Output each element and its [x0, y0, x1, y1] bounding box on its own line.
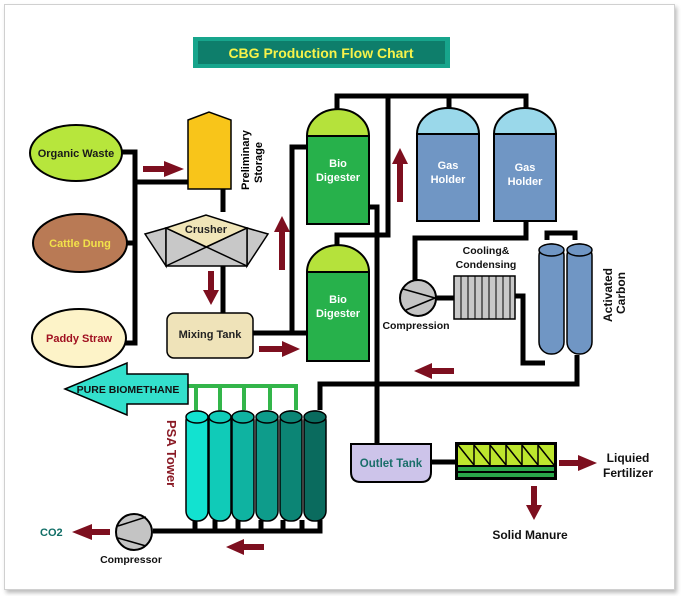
feedstock-cattle-dung: Cattle Dung [32, 213, 128, 273]
preliminary-storage: Preliminary Storage [187, 111, 265, 190]
svg-text:Gas: Gas [515, 162, 536, 174]
arrow-down-solid [526, 486, 542, 520]
crusher: Crusher [143, 214, 270, 269]
arrow-left-psa-bottom [226, 539, 264, 555]
arrow-down-to-mixing [203, 271, 219, 305]
arrow-left-co2 [72, 524, 110, 540]
svg-text:Paddy Straw: Paddy Straw [46, 333, 112, 345]
svg-text:Storage: Storage [253, 142, 265, 183]
cooling-condensing-unit: Cooling& Condensing [453, 245, 517, 320]
liquid-fertilizer-label-line2: Fertilizer [603, 466, 653, 480]
psa-tower [185, 410, 327, 522]
feedstock-paddy-straw: Paddy Straw [31, 308, 127, 368]
chart-title: CBG Production Flow Chart [228, 45, 413, 61]
flow-arrows [72, 148, 597, 555]
activated-carbon-filter: Activated Carbon [538, 243, 628, 355]
svg-text:Gas: Gas [438, 160, 459, 172]
bio-digester-2: Bio Digester [305, 244, 371, 362]
svg-text:Outlet Tank: Outlet Tank [360, 458, 423, 470]
svg-text:Bio: Bio [329, 158, 347, 170]
arrow-left-to-psa [414, 363, 454, 379]
svg-text:Compression: Compression [382, 320, 449, 332]
liquid-fertilizer-label-line1: Liquied [607, 451, 650, 465]
svg-text:Crusher: Crusher [185, 224, 228, 236]
svg-text:Mixing Tank: Mixing Tank [179, 329, 243, 341]
co2-compressor: Compressor [100, 513, 162, 566]
svg-text:Organic Waste: Organic Waste [38, 148, 115, 160]
svg-text:Cattle Dung: Cattle Dung [49, 238, 111, 250]
arrow-up-to-digester [274, 216, 290, 270]
arrow-right-to-storage [143, 161, 184, 177]
svg-text:Condensing: Condensing [456, 259, 517, 271]
arrow-right-to-digester2 [259, 341, 300, 357]
co2-label: CO2 [40, 527, 63, 539]
svg-text:Carbon: Carbon [614, 272, 628, 314]
svg-text:Digester: Digester [316, 308, 361, 320]
arrow-right-liquid [559, 455, 597, 471]
outlet-tank: Outlet Tank [350, 443, 432, 483]
gas-holder-1: Gas Holder [415, 107, 481, 222]
solid-manure-label: Solid Manure [492, 528, 568, 542]
psa-product-manifold [188, 384, 298, 410]
screw-separator [455, 442, 557, 480]
pure-biomethane-arrow: PURE BIOMETHANE [63, 361, 189, 417]
mixing-tank: Mixing Tank [166, 312, 254, 359]
arrow-up-to-gas-holder [392, 148, 408, 202]
svg-text:Preliminary: Preliminary [240, 129, 252, 190]
psa-tower-label: PSA Tower [164, 420, 179, 487]
svg-text:PURE BIOMETHANE: PURE BIOMETHANE [77, 384, 180, 396]
feedstock-organic-waste: Organic Waste [29, 124, 123, 182]
pipes [120, 93, 580, 534]
svg-text:Compressor: Compressor [100, 554, 162, 566]
title-banner: CBG Production Flow Chart [193, 37, 450, 68]
compression-pump: Compression [382, 279, 450, 332]
svg-text:Digester: Digester [316, 172, 361, 184]
svg-text:Holder: Holder [508, 176, 544, 188]
svg-text:Activated: Activated [601, 268, 615, 322]
svg-text:Holder: Holder [431, 174, 467, 186]
bio-digester-1: Bio Digester [305, 108, 371, 225]
svg-text:Cooling&: Cooling& [463, 245, 510, 257]
gas-holder-2: Gas Holder [492, 107, 558, 222]
svg-text:Bio: Bio [329, 294, 347, 306]
